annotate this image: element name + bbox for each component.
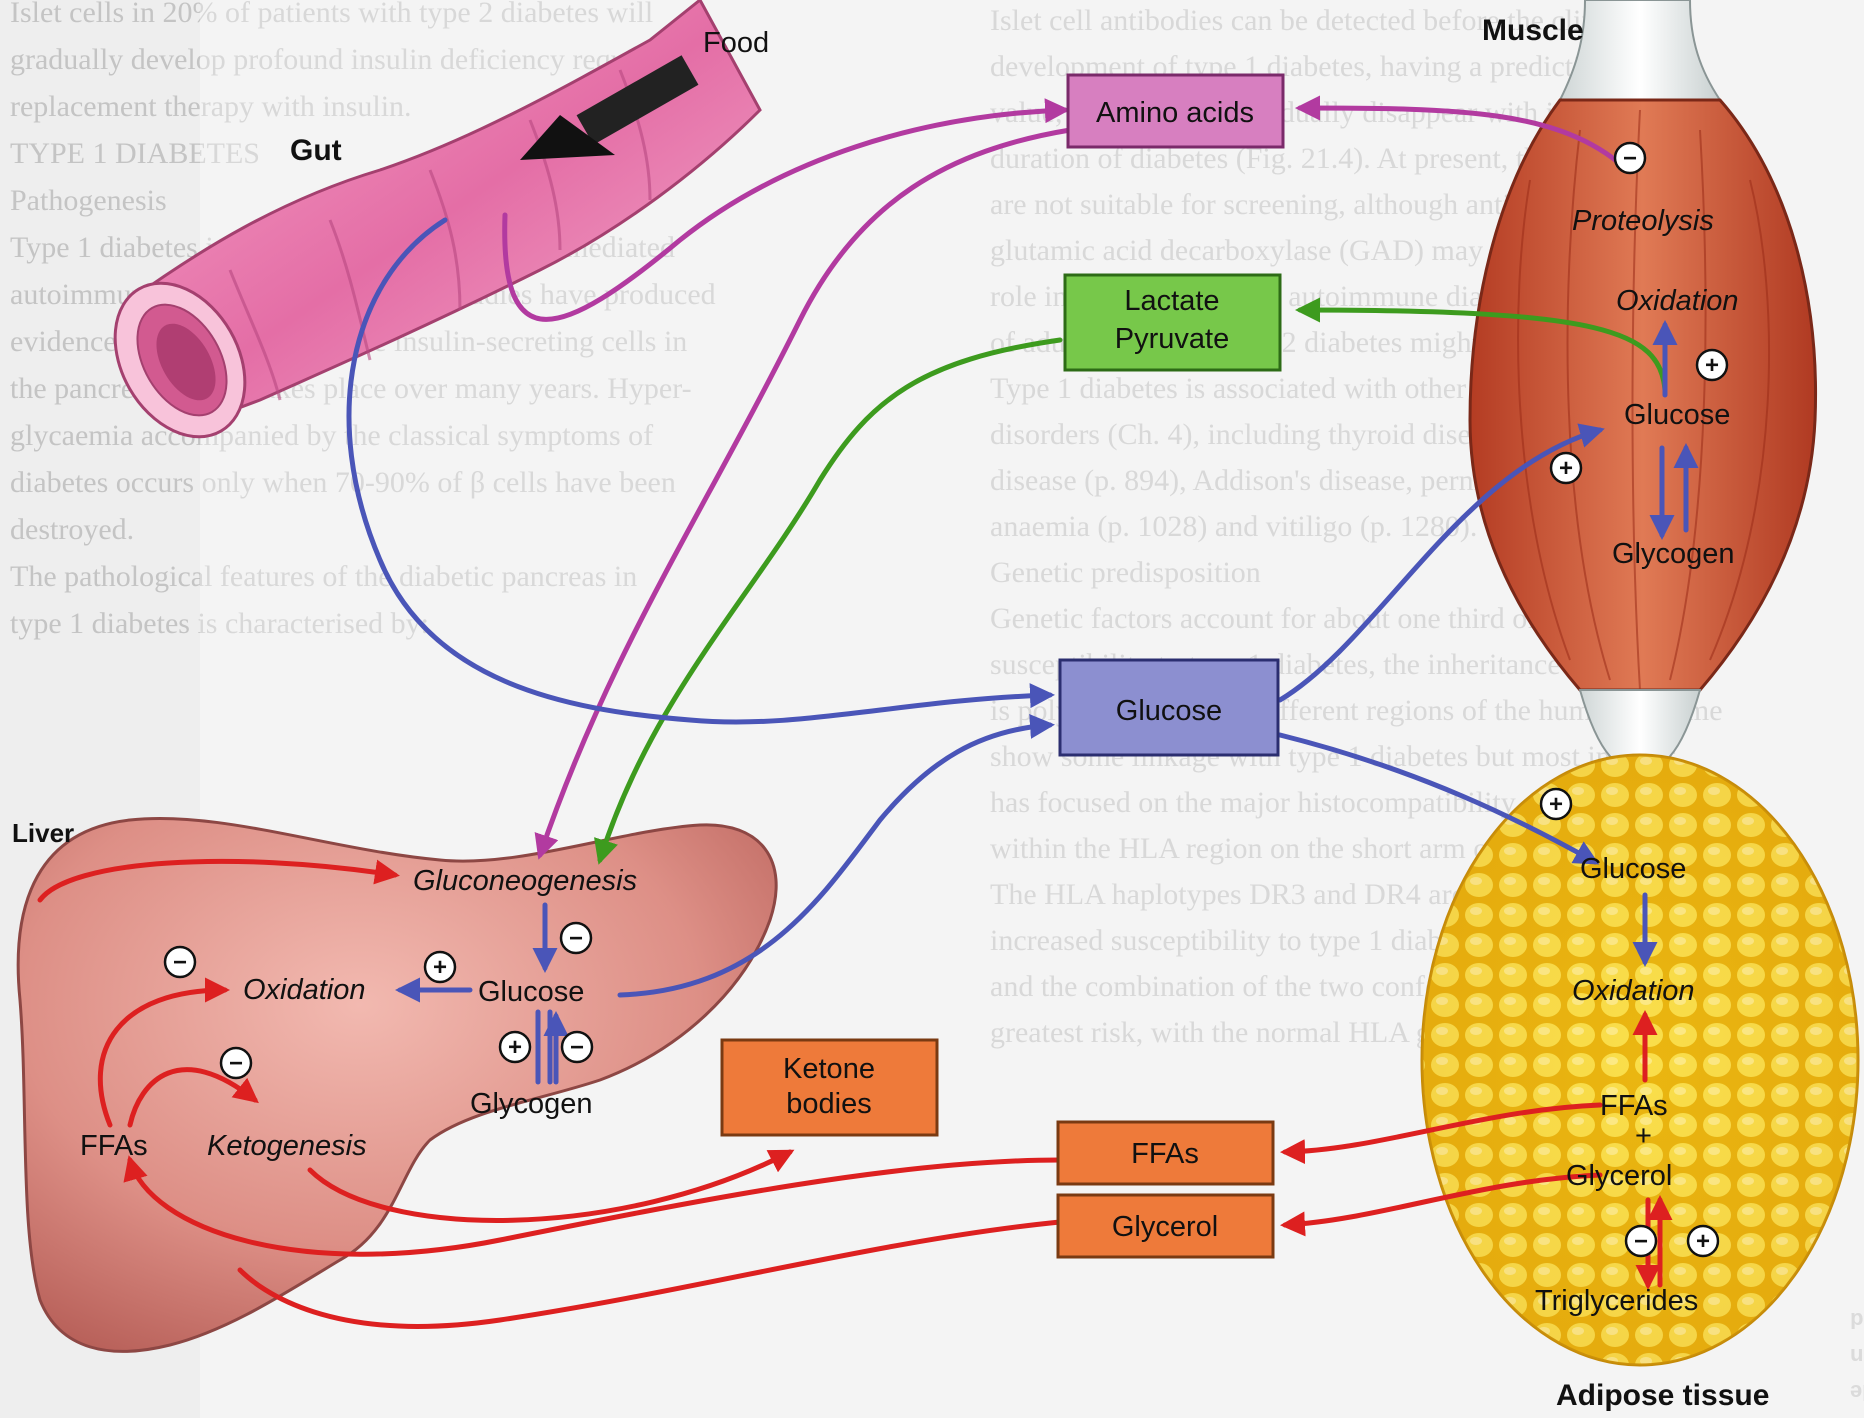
liver-label: Liver [12, 818, 74, 848]
box-ketone-bodies: Ketone bodies [722, 1040, 937, 1135]
bodies-label: bodies [786, 1088, 871, 1120]
muscle-glucose: Glucose [1624, 399, 1730, 431]
sign-minus-proteolysis: − [1615, 143, 1645, 173]
sign-plus-lipogenesis: + [1688, 1226, 1718, 1256]
svg-text:+: + [1559, 455, 1573, 482]
sign-minus-ketogenesis: − [221, 1048, 251, 1078]
sign-minus-ffa-oxidation: − [165, 947, 195, 977]
sign-plus-liver-oxidation: + [425, 952, 455, 982]
background-left-line: Pathogenesis [10, 184, 167, 217]
adipose-oxidation: Oxidation [1572, 975, 1695, 1007]
muscle-oxidation: Oxidation [1616, 285, 1739, 317]
glycerol-box-label: Glycerol [1112, 1211, 1218, 1243]
svg-text:−: − [1634, 1228, 1648, 1255]
svg-text:+: + [1705, 352, 1719, 379]
liver-glycogen: Glycogen [470, 1088, 593, 1120]
sign-plus-muscle-oxidation: + [1697, 350, 1727, 380]
svg-text:+: + [1549, 791, 1563, 818]
svg-text:−: − [569, 925, 583, 952]
adipose-glycerol: Glycerol [1566, 1160, 1672, 1192]
box-amino-acids: Amino acids [1068, 75, 1283, 147]
svg-text:+: + [508, 1034, 522, 1061]
svg-text:−: − [1623, 145, 1637, 172]
box-lactate-pyruvate: Lactate Pyruvate [1065, 275, 1280, 370]
gut-label: Gut [290, 134, 342, 167]
adipose-triglycerides: Triglycerides [1535, 1285, 1698, 1317]
box-ffas: FFAs [1058, 1122, 1273, 1184]
sign-minus-liver-gluconeogenesis: − [561, 923, 591, 953]
sign-plus-adipose-glucose: + [1541, 789, 1571, 819]
ffas-box-label: FFAs [1131, 1138, 1199, 1170]
sign-plus-muscle-glucose-uptake: + [1551, 453, 1581, 483]
adipose-plus: + [1635, 1120, 1652, 1152]
adipose-illustration [1422, 755, 1858, 1365]
liver-ffas: FFAs [80, 1130, 148, 1162]
background-left-line: destroyed. [10, 513, 134, 546]
liver-ketogenesis: Ketogenesis [207, 1130, 367, 1162]
muscle-glycogen: Glycogen [1612, 538, 1735, 570]
ketone-label: Ketone [783, 1053, 875, 1085]
sign-plus-liver-glycogen: + [500, 1032, 530, 1062]
sign-minus-liver-glycogen: − [562, 1032, 592, 1062]
box-glucose: Glucose [1060, 660, 1278, 755]
adipose-glucose: Glucose [1580, 853, 1686, 885]
muscle-proteolysis: Proteolysis [1572, 205, 1714, 237]
svg-text:+: + [1696, 1228, 1710, 1255]
liver-oxidation: Oxidation [243, 974, 366, 1006]
svg-text:−: − [173, 949, 187, 976]
adipose-ffas: FFAs [1600, 1090, 1668, 1122]
food-label: Food [703, 27, 769, 59]
svg-text:−: − [570, 1034, 584, 1061]
liver-gluconeogenesis: Gluconeogenesis [413, 865, 637, 897]
pyruvate-label: Pyruvate [1115, 323, 1229, 355]
adipose-label: Adipose tissue [1556, 1379, 1769, 1412]
box-glycerol: Glycerol [1058, 1195, 1273, 1257]
sign-minus-lipolysis: − [1626, 1226, 1656, 1256]
svg-text:−: − [229, 1050, 243, 1077]
muscle-label: Muscle [1482, 14, 1584, 47]
amino-acids-label: Amino acids [1096, 97, 1254, 129]
lactate-label: Lactate [1124, 285, 1219, 317]
liver-glucose: Glucose [478, 976, 584, 1008]
svg-text:+: + [433, 954, 447, 981]
glucose-label: Glucose [1116, 695, 1222, 727]
